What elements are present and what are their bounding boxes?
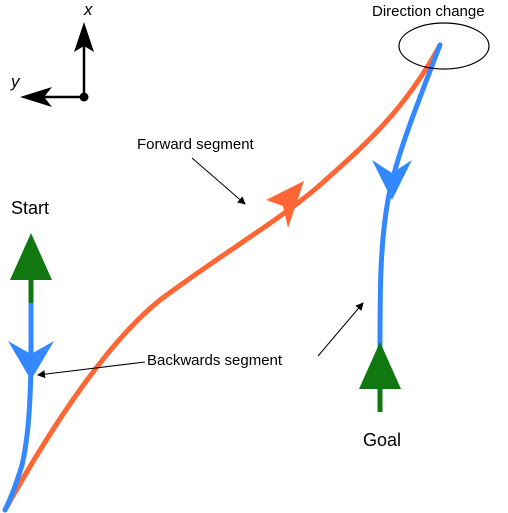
origin-dot xyxy=(79,92,89,102)
y-axis-label: y xyxy=(11,72,20,91)
forward-segment-path xyxy=(2,42,443,513)
x-axis-label: x xyxy=(84,0,93,19)
goal-pose-arrow xyxy=(359,342,401,412)
start-pose-arrow xyxy=(10,233,52,303)
goal-backward-arrowhead xyxy=(372,160,412,200)
goal-label: Goal xyxy=(363,430,402,450)
start-label: Start xyxy=(11,198,50,218)
start-backward-segment-path xyxy=(2,297,34,513)
backwards-segment-pointer-right xyxy=(317,302,364,357)
forward-segment-label: Forward segment xyxy=(137,136,254,153)
y-axis-arrowhead xyxy=(20,87,52,107)
forward-direction-arrowhead xyxy=(266,181,304,228)
forward-segment-pointer xyxy=(191,157,246,205)
goal-backward-segment-path xyxy=(377,42,443,353)
direction-change-ellipse xyxy=(398,22,490,70)
x-axis-arrowhead xyxy=(74,22,94,52)
backwards-segment-pointer-left xyxy=(37,361,146,379)
direction-change-label: Direction change xyxy=(372,3,485,20)
backwards-segment-label: Backwards segment xyxy=(147,352,283,369)
start-backward-arrowhead xyxy=(8,341,54,380)
coordinate-frame xyxy=(20,22,94,107)
